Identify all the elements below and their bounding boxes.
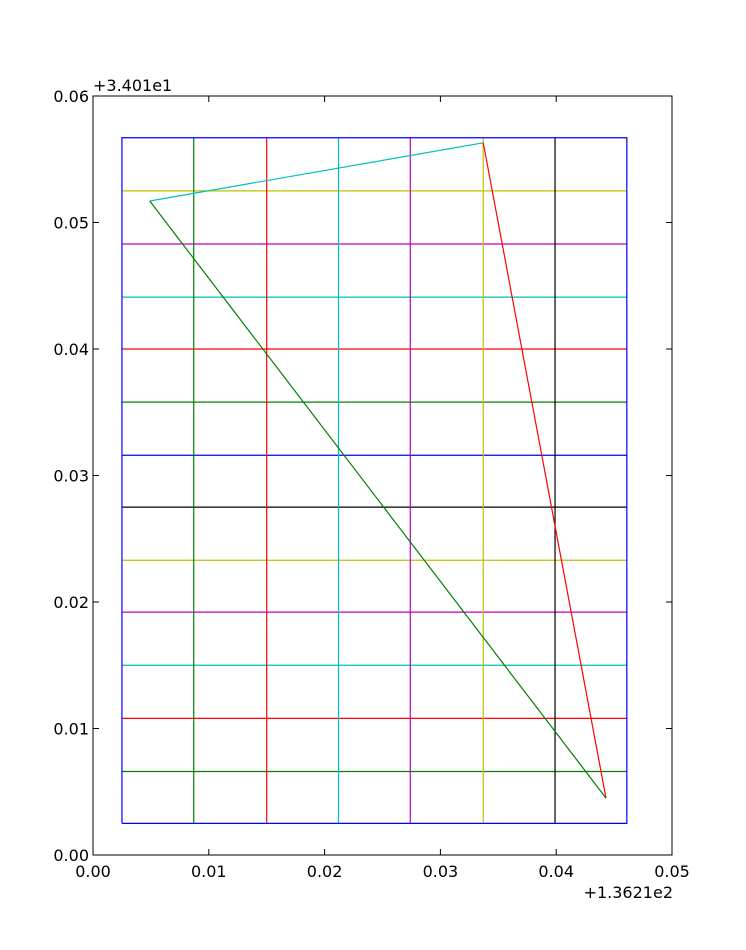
series-line-1 xyxy=(482,142,607,799)
y-tick-label: 0.03 xyxy=(53,467,89,486)
x-tick-label: 0.02 xyxy=(307,862,343,881)
x-tick-label: 0.05 xyxy=(654,862,690,881)
y-tick-label: 0.02 xyxy=(53,593,89,612)
plot-lines xyxy=(121,137,628,824)
y-tick-label: 0.01 xyxy=(53,720,89,739)
y-axis-offset-label: +3.401e1 xyxy=(93,76,172,95)
y-tick-label: 0.05 xyxy=(53,214,89,233)
y-tick-label: 0.06 xyxy=(53,87,89,106)
x-tick-label: 0.03 xyxy=(423,862,459,881)
y-tick-label: 0.04 xyxy=(53,340,89,359)
x-axis-ticks: 0.00 0.01 0.02 0.03 0.04 0.05 xyxy=(75,96,690,881)
x-tick-label: 0.04 xyxy=(538,862,574,881)
x-tick-label: 0.01 xyxy=(191,862,227,881)
x-axis-offset-label: +1.3621e2 xyxy=(584,883,673,902)
series-line-0 xyxy=(149,142,484,202)
y-axis-ticks: 0.00 0.01 0.02 0.03 0.04 0.05 0.06 xyxy=(53,87,672,865)
x-tick-label: 0.00 xyxy=(75,862,111,881)
y-tick-label: 0.00 xyxy=(53,846,89,865)
series-line-2 xyxy=(149,200,607,799)
bounding-box-line xyxy=(121,137,628,824)
